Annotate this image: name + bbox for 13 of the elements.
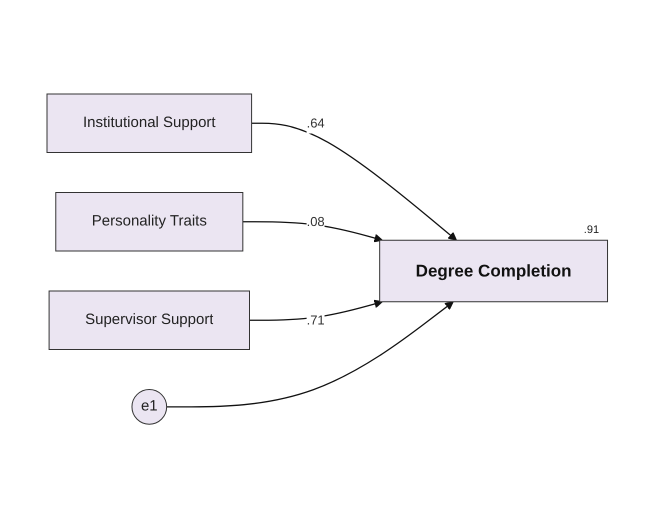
node-box: Personality Traits: [56, 192, 244, 252]
arrow: [243, 222, 384, 243]
edge-label: .71: [306, 312, 325, 328]
node-box: Institutional Support: [46, 94, 252, 154]
arrow: [250, 300, 384, 322]
arrow: [166, 302, 454, 408]
arrow: [252, 123, 458, 242]
node-box: Supervisor Support: [48, 290, 250, 350]
edge-label: .08: [306, 214, 325, 230]
node-circle: e1: [132, 389, 168, 426]
coefficient-label: .91: [584, 224, 600, 236]
edge-label: .64: [306, 116, 325, 131]
node-box: Degree Completion: [379, 240, 608, 303]
